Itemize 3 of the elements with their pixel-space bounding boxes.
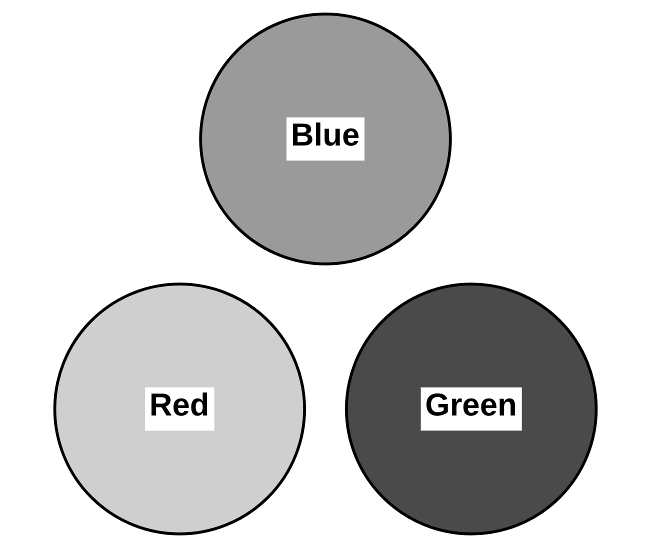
node-circle: Red <box>53 282 306 536</box>
node-circle: Blue <box>199 12 452 266</box>
node-circle: Green <box>345 282 598 536</box>
